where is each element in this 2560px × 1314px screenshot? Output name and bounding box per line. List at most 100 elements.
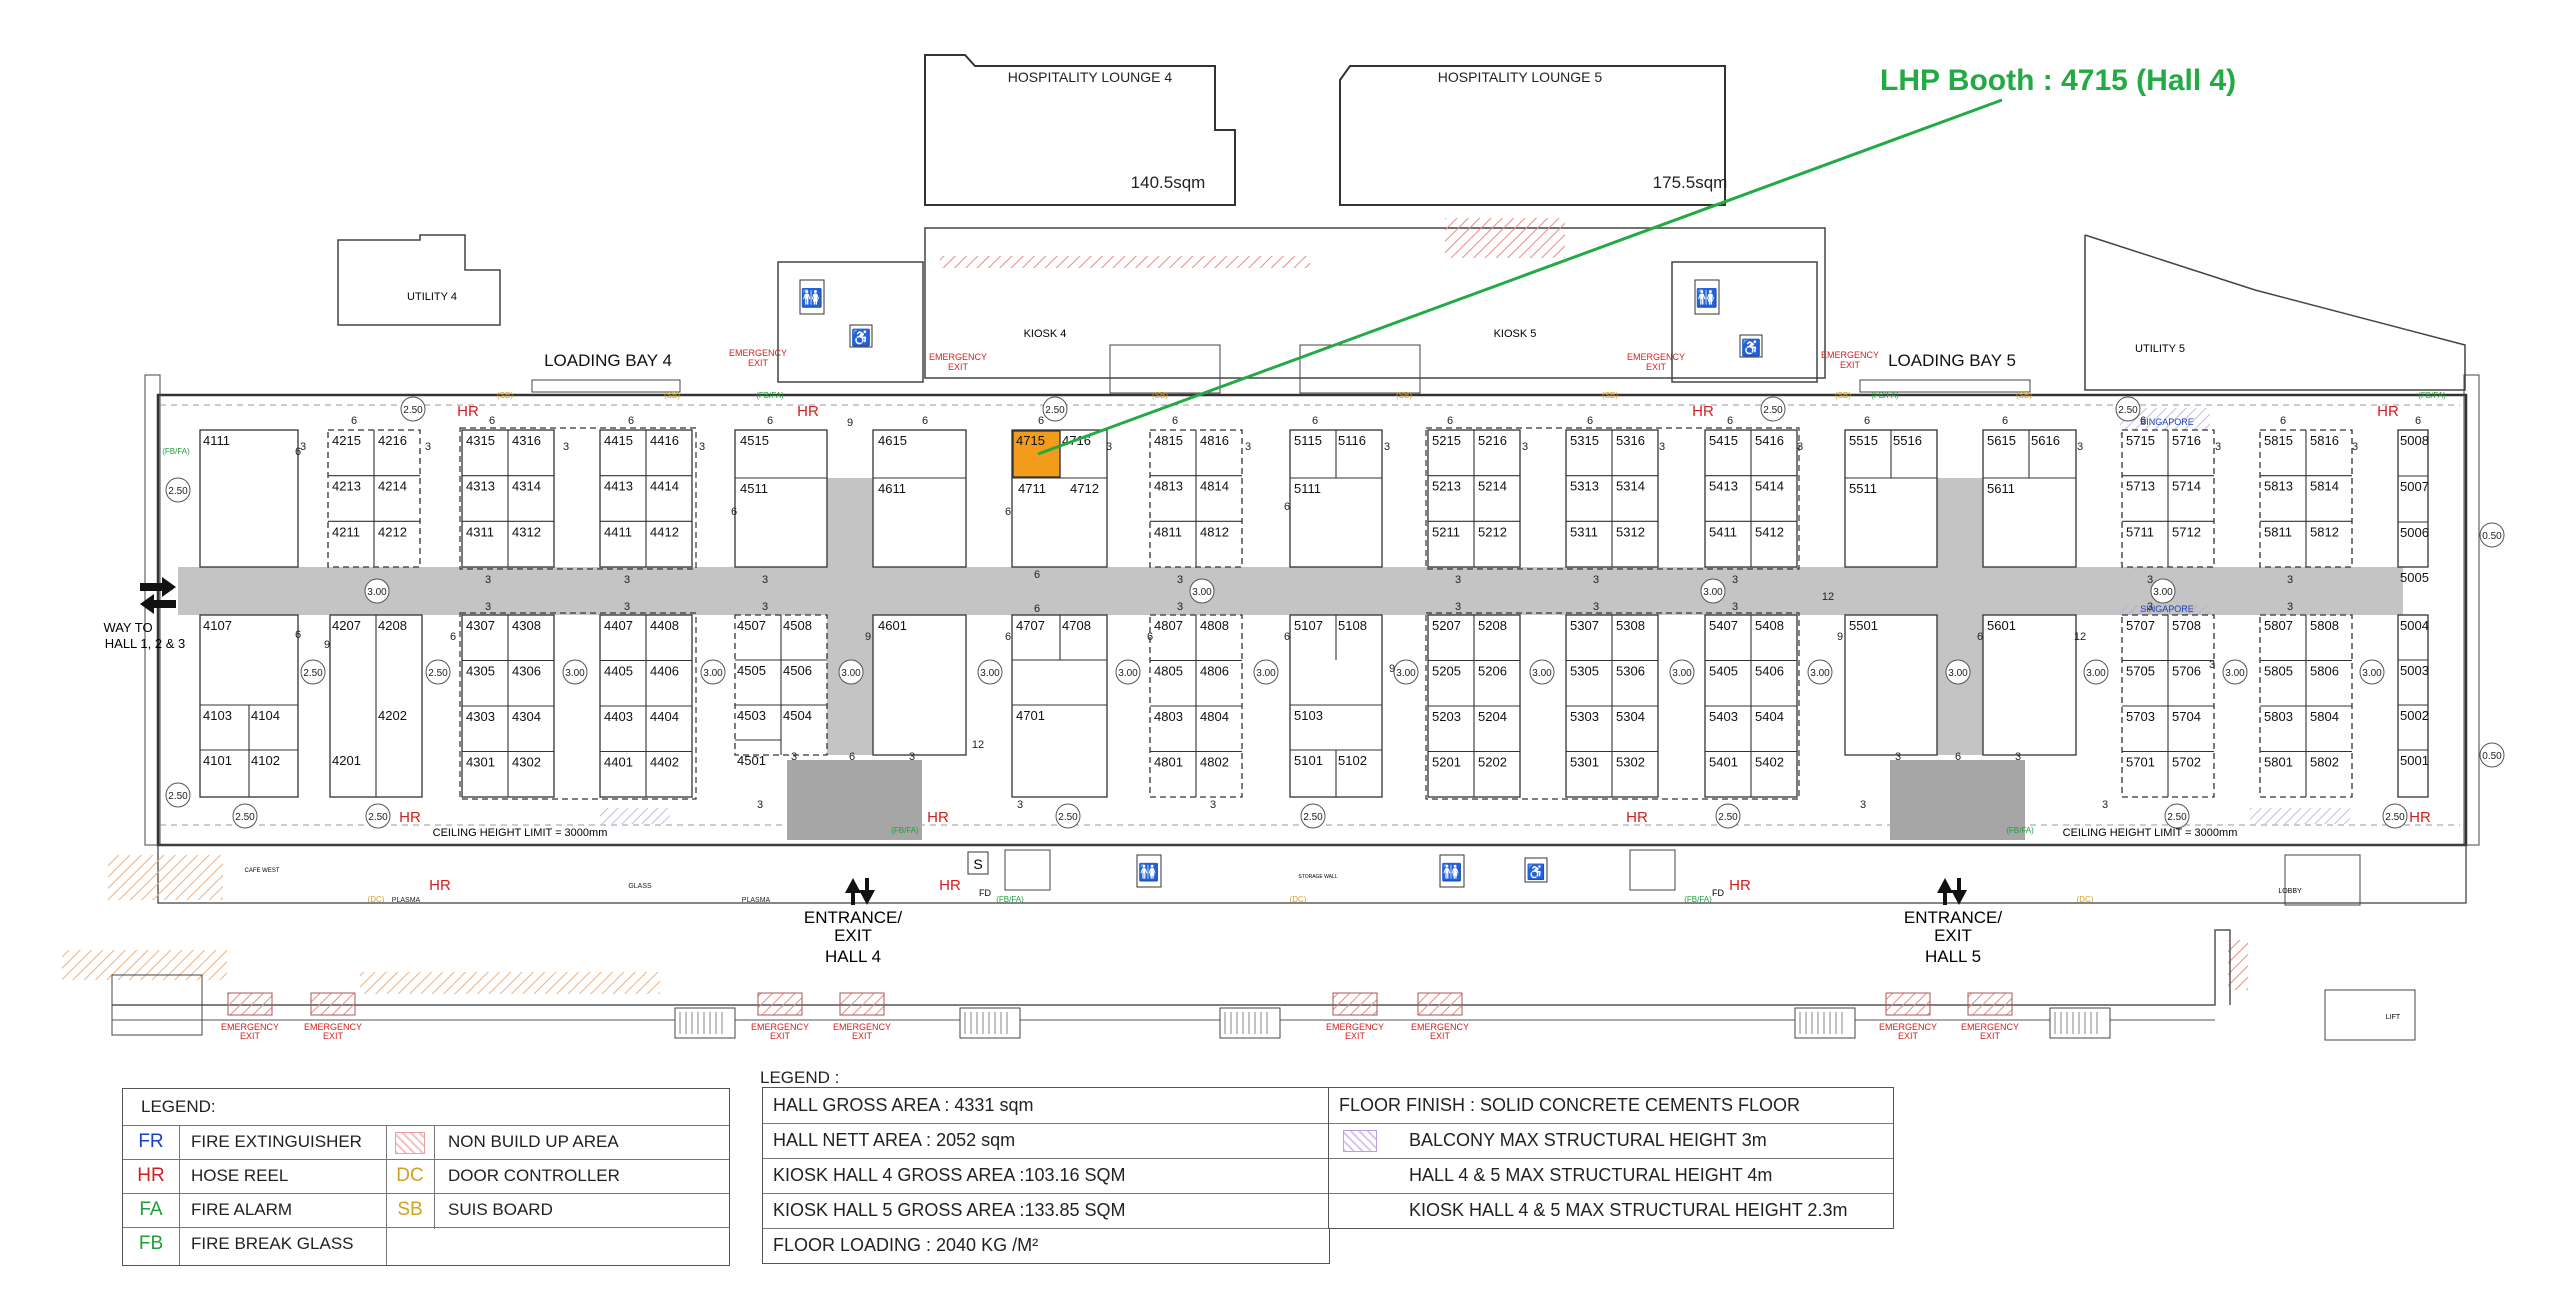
loading-bay-4-label: LOADING BAY 4: [544, 351, 672, 370]
emergency-exit-label: EMERGENCY: [929, 352, 987, 362]
dimension-number: 3: [425, 441, 431, 453]
lounge-4-name: HOSPITALITY LOUNGE 4: [1008, 69, 1173, 85]
booth-5102: 5102: [1338, 753, 1367, 768]
dimension-value: 2.50: [2385, 812, 2405, 823]
dimension-circle: [977, 659, 1003, 685]
dimension-number: 3: [2102, 799, 2108, 811]
booth-5008: 5008: [2400, 433, 2429, 448]
stairs-south-4: [1004, 849, 1051, 891]
booth-5707: 5707: [2126, 618, 2155, 633]
emergency-exit-label: EXIT: [770, 1031, 791, 1041]
dimension-circle: [400, 396, 426, 422]
dimension-number: 3: [1177, 601, 1183, 613]
dimension-number: 3: [1455, 601, 1461, 613]
dimension-circle: [425, 659, 451, 685]
door-controller-marker: (DC): [2077, 895, 2094, 904]
booth-5415: 5415: [1709, 433, 1738, 448]
utility-5-label: UTILITY 5: [2135, 343, 2185, 355]
dimension-value: 2.50: [168, 486, 188, 497]
booth-4207: 4207: [332, 618, 361, 633]
dimension-circle: [2083, 659, 2109, 685]
hospitality-lounge-4: HOSPITALITY LOUNGE 4 140.5sqm: [924, 54, 1236, 206]
booth-4405: 4405: [604, 664, 633, 679]
booth-5715: 5715: [2126, 433, 2155, 448]
emergency-exit-label: EXIT: [1840, 360, 1861, 370]
booth-5215: 5215: [1432, 433, 1461, 448]
entrance-5-line3: HALL 5: [1925, 947, 1981, 966]
booth-5802: 5802: [2310, 755, 2339, 770]
dimension-number: 6: [767, 415, 773, 427]
accessible-icon-5: ♿: [1741, 338, 1761, 357]
main-aisle: [178, 567, 2403, 615]
dimension-number: 3: [1593, 574, 1599, 586]
dimension-number: 6: [489, 415, 495, 427]
booth-4715: 4715: [1016, 433, 1045, 448]
lift-label: LIFT: [2386, 1014, 2401, 1021]
entrance-apron-4: [787, 760, 922, 840]
booth-4408: 4408: [650, 618, 679, 633]
dimension-number: 6: [1005, 506, 1011, 518]
dimension-number: 3: [485, 601, 491, 613]
booth-5516: 5516: [1893, 433, 1922, 448]
booth-5408: 5408: [1755, 618, 1784, 633]
dimension-circle: [1253, 659, 1279, 685]
dimension-number: 3: [2287, 601, 2293, 613]
booth-4411: 4411: [604, 524, 632, 539]
booth-4715-highlight[interactable]: [1012, 430, 1061, 478]
utility-5-room: [2084, 234, 2466, 391]
booth-5805: 5805: [2264, 664, 2293, 679]
booth-5403: 5403: [1709, 709, 1738, 724]
emergency-exit-label: EMERGENCY: [1411, 1022, 1469, 1032]
dimension-number: 3: [300, 441, 306, 453]
booth-5807: 5807: [2264, 618, 2293, 633]
dimension-circle: [365, 803, 391, 829]
booth-5316: 5316: [1616, 433, 1645, 448]
structure-spec: BALCONY MAX STRUCTURAL HEIGHT 3m: [1409, 1130, 1767, 1150]
kiosk-area: [924, 227, 1826, 379]
booth-4312: 4312: [512, 524, 541, 539]
dimension-circle: [1042, 396, 1068, 422]
emergency-exit-label: EMERGENCY: [833, 1022, 891, 1032]
dimension-number: 3: [1017, 799, 1023, 811]
booth-4801: 4801: [1154, 755, 1183, 770]
booth-4404: 4404: [650, 709, 679, 724]
booth-5814: 5814: [2310, 479, 2339, 494]
dimension-number: 6: [1034, 603, 1040, 615]
suis-board-marker: (SB): [1835, 391, 1851, 400]
dimension-circle: [2222, 659, 2248, 685]
fire-alarm-marker: (FB/FA): [891, 826, 919, 835]
dimension-circle: [165, 477, 191, 503]
dimension-number: 6: [1172, 415, 1178, 427]
structure-spec: HALL 4 & 5 MAX STRUCTURAL HEIGHT 4m: [1409, 1165, 1773, 1185]
hose-reel-marker: HR: [2409, 809, 2431, 826]
emergency-exit-label: EXIT: [323, 1031, 344, 1041]
dimension-number: 6: [351, 415, 357, 427]
suis-board-marker: (SB): [1152, 391, 1168, 400]
hose-reel-marker: HR: [399, 809, 421, 826]
plasma-label: PLASMA: [742, 897, 771, 904]
dimension-value: 2.50: [168, 791, 188, 802]
booth-groups-bottom: [459, 612, 2353, 800]
suis-board-marker: (SB): [1396, 391, 1412, 400]
dimension-value: 2.50: [1058, 812, 1078, 823]
booth-5412: 5412: [1755, 524, 1784, 539]
hose-reel-marker: HR: [1729, 877, 1751, 894]
lounge-5-area: 175.5sqm: [1653, 173, 1728, 192]
dimension-value: 3.00: [565, 668, 585, 679]
booth-5813: 5813: [2264, 479, 2293, 494]
hospitality-lounge-5: HOSPITALITY LOUNGE 5 175.5sqm: [1339, 65, 1728, 206]
legend-label: NON BUILD UP AREA: [448, 1132, 619, 1151]
nonbuild-s: [360, 972, 660, 994]
legend-label: FIRE EXTINGUISHER: [191, 1132, 362, 1151]
dimension-circle: [232, 803, 258, 829]
booth-4214: 4214: [378, 479, 407, 494]
utility-4-label: UTILITY 4: [407, 291, 457, 303]
dimension-number: 3: [1106, 441, 1112, 453]
hose-reel-marker: HR: [939, 877, 961, 894]
dimension-number: 6: [295, 629, 301, 641]
emergency-exit-label: EXIT: [1646, 362, 1667, 372]
booth-5712: 5712: [2172, 524, 2201, 539]
fire-alarm-marker: (FB/FA): [1871, 391, 1899, 400]
booth-4708: 4708: [1062, 618, 1091, 633]
